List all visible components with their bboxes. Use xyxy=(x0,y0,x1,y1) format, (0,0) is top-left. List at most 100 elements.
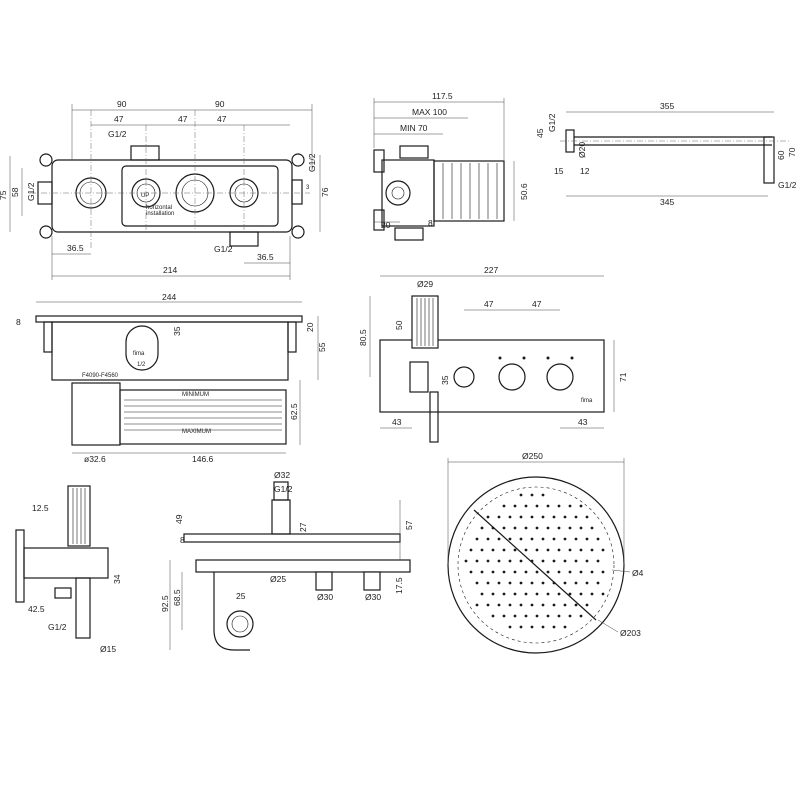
dim-47-plate-l: 47 xyxy=(484,299,494,309)
dim-49: 49 xyxy=(174,514,184,524)
dim-55: 55 xyxy=(317,342,327,352)
dim-d203: Ø203 xyxy=(620,628,641,638)
nozzle-dot xyxy=(530,581,534,585)
nozzle-dot xyxy=(579,592,583,596)
nozzle-dot xyxy=(541,537,545,541)
body-side-view: 117.5 MAX 100 MIN 70 50.6 20 8 xyxy=(373,91,529,241)
nozzle-dot xyxy=(530,559,534,563)
nozzle-dot xyxy=(590,548,594,552)
body-front-view: fima 1/2 F4090-F4560 MINIMUM MAXIMUM 244… xyxy=(16,292,327,464)
nozzle-dot xyxy=(541,559,545,563)
g12-arm-end: G1/2 xyxy=(778,180,797,190)
nozzle-dot xyxy=(524,548,528,552)
nozzle-dot xyxy=(535,614,539,618)
nozzle-dot xyxy=(563,537,567,541)
dim-58: 58 xyxy=(10,187,20,197)
nozzle-dot xyxy=(519,625,523,629)
nozzle-dot xyxy=(579,570,583,574)
dim-57: 57 xyxy=(404,520,414,530)
dim-365-right: 36.5 xyxy=(257,252,274,262)
nozzle-dot xyxy=(535,526,539,530)
horizontal-label: horizontal xyxy=(146,205,172,211)
nozzle-dot xyxy=(469,548,473,552)
frac-label: 1/2 xyxy=(137,362,146,368)
nozzle-dot xyxy=(508,625,512,629)
dim-43-plate-l: 43 xyxy=(392,417,402,427)
nozzle-dot xyxy=(585,559,589,563)
dim-8: 8 xyxy=(428,218,433,228)
nozzle-dot xyxy=(535,570,539,574)
nozzle-dot xyxy=(579,526,583,530)
nozzle-dot xyxy=(502,526,506,530)
nozzle-dot xyxy=(546,592,550,596)
g12-arm: G1/2 xyxy=(547,113,557,132)
nozzle-dot xyxy=(546,548,550,552)
dim-d250: Ø250 xyxy=(522,451,543,461)
head-side-view: Ø32 G1/2 49 8 27 57 92.5 68.5 25 Ø25 Ø30… xyxy=(160,470,414,651)
dim-35-front: 35 xyxy=(172,326,182,336)
nozzle-dot xyxy=(563,625,567,629)
nozzle-dot xyxy=(541,625,545,629)
nozzle-dot xyxy=(480,526,484,530)
nozzle-dot xyxy=(480,592,484,596)
nozzle-dot xyxy=(475,559,479,563)
nozzle-dot xyxy=(574,537,578,541)
nozzle-dot xyxy=(546,526,550,530)
dim-1466: 146.6 xyxy=(192,454,214,464)
nozzle-dot xyxy=(552,603,556,607)
plate-brand: fima xyxy=(581,398,593,404)
nozzle-dot xyxy=(579,614,583,618)
nozzle-dot xyxy=(590,570,594,574)
nozzle-dot xyxy=(497,515,501,519)
dim-625: 62.5 xyxy=(289,403,299,420)
g12-bottom: G1/2 xyxy=(214,244,233,254)
nozzle-dot xyxy=(513,526,517,530)
dim-d25: Ø25 xyxy=(270,574,286,584)
nozzle-dot xyxy=(508,581,512,585)
nozzle-dot xyxy=(568,526,572,530)
nozzle-dot xyxy=(513,570,517,574)
nozzle-dot xyxy=(491,614,495,618)
nozzle-dot xyxy=(530,537,534,541)
dim-50-plate: 50 xyxy=(394,320,404,330)
model-label: F4090-F4560 xyxy=(82,373,119,379)
nozzle-dot xyxy=(486,515,490,519)
nozzle-dot xyxy=(491,526,495,530)
nozzle-dot xyxy=(530,515,534,519)
dim-60: 60 xyxy=(776,150,786,160)
nozzle-dot xyxy=(524,504,528,508)
nozzle-dot xyxy=(585,515,589,519)
nozzle-dot xyxy=(574,559,578,563)
dim-71: 71 xyxy=(618,372,628,382)
nozzle-dot xyxy=(541,515,545,519)
dim-70: 70 xyxy=(787,147,797,157)
nozzle-dot xyxy=(502,592,506,596)
nozzle-dot xyxy=(486,603,490,607)
nozzle-dot xyxy=(524,592,528,596)
dim-227: 227 xyxy=(484,265,498,275)
dim-3: 3 xyxy=(306,185,310,191)
nozzle-dot xyxy=(546,504,550,508)
nozzle-dot xyxy=(563,559,567,563)
dim-1175: 117.5 xyxy=(432,91,453,101)
nozzle-dot xyxy=(574,603,578,607)
dim-d30-a: Ø30 xyxy=(317,592,333,602)
nozzle-dot xyxy=(568,570,572,574)
nozzle-dot xyxy=(535,504,539,508)
nozzle-dot xyxy=(546,570,550,574)
nozzle-dot xyxy=(486,537,490,541)
nozzle-dot xyxy=(530,603,534,607)
nozzle-dot xyxy=(552,559,556,563)
nozzle-dot xyxy=(563,515,567,519)
nozzle-dot xyxy=(486,581,490,585)
dim-925: 92.5 xyxy=(160,595,170,612)
nozzle-dot xyxy=(502,548,506,552)
dim-75: 75 xyxy=(0,190,8,200)
nozzle-dot xyxy=(541,603,545,607)
nozzle-dot xyxy=(475,603,479,607)
nozzle-dot xyxy=(557,592,561,596)
dim-47-a: 47 xyxy=(114,114,124,124)
dim-506: 50.6 xyxy=(519,183,529,200)
nozzle-dot xyxy=(530,625,534,629)
dim-27: 27 xyxy=(298,522,308,532)
